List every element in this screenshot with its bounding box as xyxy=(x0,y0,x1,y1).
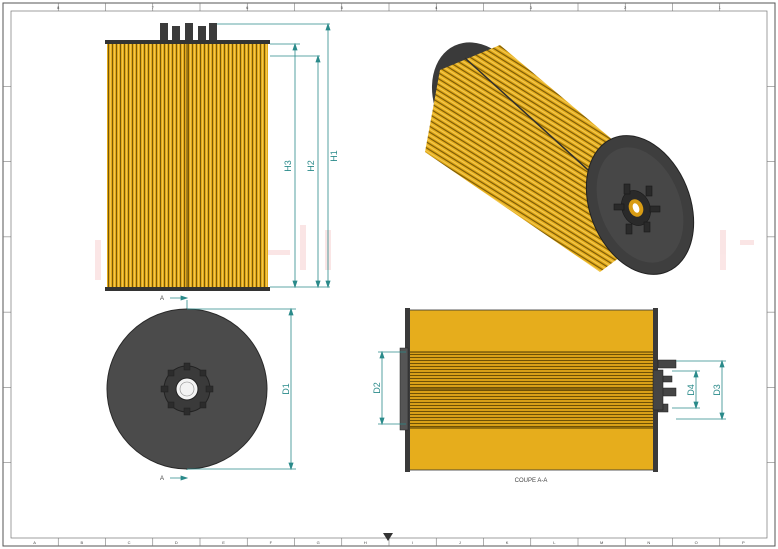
border-ticks: A B C D E F G H I J K L M N O P 8 7 6 5 4 3 2 1 xyxy=(3,3,775,546)
border-zone-label: 5 xyxy=(341,5,344,10)
border-zone-label: 3 xyxy=(530,5,533,10)
border-zone-label: P xyxy=(742,540,745,545)
top-endcap xyxy=(105,40,270,44)
section-title: COUPE A-A xyxy=(515,478,548,484)
dim-h3-label: H3 xyxy=(283,160,293,172)
border-zone-label: 7 xyxy=(152,5,155,10)
border-zone-label: N xyxy=(647,540,650,545)
border-zone-label: 1 xyxy=(719,5,722,10)
dim-h1-label: H1 xyxy=(329,150,339,162)
border-zone-label: C xyxy=(128,540,131,545)
border-zone-label: 6 xyxy=(246,5,249,10)
border-zone-label: A xyxy=(33,540,36,545)
dim-d4-label: D4 xyxy=(686,384,696,396)
top-connector xyxy=(160,23,217,41)
dim-d3-label: D3 xyxy=(712,384,722,396)
dim-h2-label: H2 xyxy=(306,160,316,172)
border-zone-label: I xyxy=(412,540,413,545)
border-zone-label: 4 xyxy=(435,5,438,10)
border-zone-label: E xyxy=(222,540,225,545)
border-zone-label: K xyxy=(506,540,509,545)
dim-d2-label: D2 xyxy=(372,382,382,394)
border-zone-label: H xyxy=(364,540,367,545)
dim-d1-label: D1 xyxy=(281,383,291,395)
section-pleat-core xyxy=(408,352,655,428)
center-mark-icon xyxy=(383,533,393,541)
section-connector xyxy=(652,359,677,413)
border-zone-label: D xyxy=(175,540,178,545)
end-view: D1 xyxy=(106,307,296,471)
border-zone-label: O xyxy=(695,540,698,545)
section-marker-bottom: A xyxy=(160,476,164,482)
border-zone-label: J xyxy=(459,540,461,545)
isometric-view xyxy=(425,42,695,275)
dimension-lines xyxy=(217,22,331,289)
front-view: H3 H2 H1 xyxy=(105,22,339,291)
border-zone-label: M xyxy=(600,540,603,545)
section-marker-top: A xyxy=(160,296,164,302)
border-zone-label: G xyxy=(317,540,320,545)
border-zone-label: L xyxy=(553,540,556,545)
border-zone-label: 8 xyxy=(57,5,60,10)
border-zone-label: 2 xyxy=(624,5,627,10)
border-zone-label: B xyxy=(81,540,84,545)
section-view: D2 D4 D3 COUPE A-A xyxy=(372,308,726,484)
bottom-endcap xyxy=(105,287,270,291)
center-bore xyxy=(175,377,199,401)
border-zone-label: F xyxy=(270,540,273,545)
